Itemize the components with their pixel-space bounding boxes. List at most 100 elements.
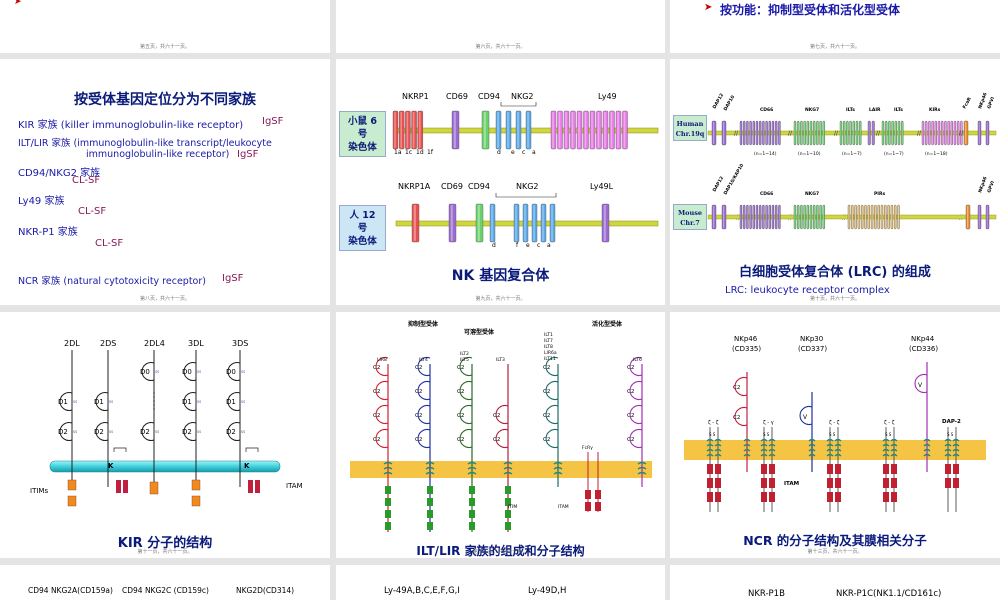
itam-label: ITAM	[784, 481, 799, 487]
svg-text:C2: C2	[543, 413, 550, 419]
lrc-diagram: //////////////////// DAP12 DAP10 CD66 NK…	[707, 92, 997, 230]
ilt4-label: ILT4	[419, 357, 428, 363]
svg-text:C2: C2	[733, 415, 740, 421]
svg-text://: //	[917, 130, 922, 137]
slide-row4-middle[interactable]: Ly-49A,B,C,E,F,G,I Ly-49D,H	[336, 565, 665, 600]
svg-text:ζ - ζ: ζ - ζ	[829, 420, 840, 426]
fcrg-dimer	[585, 452, 601, 512]
nkg2d-label: NKG2D(CD314)	[236, 586, 295, 595]
cd69-label: CD69	[441, 182, 463, 191]
svg-text:D1: D1	[182, 398, 192, 406]
fcar-gene	[963, 120, 969, 146]
ilts-gene-cluster-2	[881, 120, 904, 146]
count-ilts-2: (n=1~7)	[884, 151, 904, 157]
page-number: 第五页，共六十一页。	[139, 44, 190, 50]
cd94-nkg2c-label: CD94 NKG2C (CD159c)	[122, 586, 209, 595]
svg-text://: //	[959, 130, 964, 137]
svg-text:D2: D2	[94, 428, 104, 436]
ilts-gene-cluster	[839, 120, 862, 146]
svg-text://: //	[834, 130, 839, 137]
slide-title: ILT/LIR 家族的组成和分子结构	[416, 544, 585, 558]
gene-1c: 1c	[405, 149, 412, 156]
cd94-gene	[475, 203, 484, 243]
svg-text:C2: C2	[373, 389, 380, 395]
svg-text:C2: C2	[543, 365, 550, 371]
nk-gene-diagram: NKRP1 CD69 CD94 NKG2 Ly49 1a 1c 1d 1f d …	[392, 92, 659, 249]
inhib-label: 抑制型受体	[408, 320, 439, 328]
cd69-label: CD69	[446, 92, 468, 101]
slide-title: NCR 的分子结构及其膜相关分子	[743, 533, 927, 548]
slide-row4-right[interactable]: NKR-P1B NKR-P1C(NK1.1/CD161c)	[670, 565, 1000, 600]
svg-text:C2: C2	[627, 365, 634, 371]
ly49-label: Ly49	[598, 92, 617, 101]
count-nkg7: (n=1~10)	[798, 151, 821, 157]
gene-e: e	[526, 242, 530, 249]
nkrp1-gene-cluster	[392, 110, 424, 150]
slide-nk-gene-complex[interactable]: NKRP1 CD69 CD94 NKG2 Ly49 1a 1c 1d 1f d …	[336, 59, 665, 305]
gene-d: d	[497, 149, 501, 156]
page-number: 第十页，共六十一页。	[809, 296, 860, 302]
svg-text:C2: C2	[415, 413, 422, 419]
nkrp1-label: NKRP1	[402, 92, 429, 101]
count-kirs: (n=1~18)	[925, 151, 948, 157]
col-3dl: 3DL	[188, 339, 204, 348]
svg-text:ss: ss	[197, 369, 201, 374]
svg-text:ss: ss	[73, 399, 77, 404]
gene-1d: 1d	[416, 149, 424, 156]
cd94-label: CD94	[468, 182, 490, 191]
slide-row1-left[interactable]: ➤ 第五页，共六十一页。	[0, 0, 330, 53]
ilt-tag: IgSF	[237, 149, 259, 160]
kir-family: KIR 家族 (killer immunoglobulin-like recep…	[18, 120, 244, 131]
svg-text:C2: C2	[457, 413, 464, 419]
svg-text:C2: C2	[543, 389, 550, 395]
slide-receptor-families[interactable]: 按受体基因定位分为不同家族 KIR 家族 (killer immunoglobu…	[0, 59, 330, 305]
mouse-dap12-label: DAP12	[712, 175, 726, 193]
bullet-arrow-icon: ➤	[14, 0, 22, 6]
slide-lrc[interactable]: //////////////////// DAP12 DAP10 CD66 NK…	[670, 59, 1000, 305]
nkp44-label: NKp44	[911, 335, 935, 343]
kirs-gene-cluster	[921, 120, 963, 146]
itim-label: ITIM	[508, 504, 517, 510]
svg-text:ss: ss	[73, 429, 77, 434]
mouse-gene	[965, 204, 971, 230]
svg-text:S S: S S	[709, 432, 716, 437]
slide-row4-left[interactable]: CD94 NKG2A(CD159a) CD94 NKG2C (CD159c) N…	[0, 565, 330, 600]
nkg2-label: NKG2	[511, 92, 534, 101]
nkp46-gene	[977, 120, 982, 146]
cd94-family: CD94/NKG2 家族	[18, 168, 101, 179]
svg-text:S S: S S	[947, 432, 954, 437]
slide-row1-middle[interactable]: 第六页，共六十一页。	[336, 0, 665, 53]
nkrp1a-label: NKRP1A	[398, 182, 431, 191]
gene-1a: 1a	[394, 149, 402, 156]
ilt5-label: ILT5	[460, 357, 469, 363]
mouse-nkg7-label: NKG7	[805, 191, 819, 197]
svg-text:D2: D2	[140, 428, 150, 436]
slide-row1-right[interactable]: ➤ 按功能：抑制型受体和活化型受体 第七页，共六十一页。	[670, 0, 1000, 53]
nkg7-label: NKG7	[805, 107, 819, 113]
count-cd66: (n=1~14)	[754, 151, 777, 157]
page-number: 第十三页，共六十一页。	[807, 549, 863, 555]
ilt-family-cont: immunoglobulin-like receptor)	[86, 149, 230, 160]
svg-text:ss: ss	[241, 429, 245, 434]
nkg2d-gene	[489, 203, 496, 243]
dap10-gene	[721, 120, 727, 146]
itam-label: ITAM	[558, 504, 569, 510]
page-number: 第六页，共六十一页。	[475, 44, 526, 50]
svg-text:C2: C2	[457, 365, 464, 371]
ly49-gene-cluster	[550, 110, 628, 150]
svg-text:S S: S S	[763, 432, 770, 437]
nkrp1-family: NKR-P1 家族	[18, 227, 78, 238]
gene-c: c	[522, 149, 525, 156]
